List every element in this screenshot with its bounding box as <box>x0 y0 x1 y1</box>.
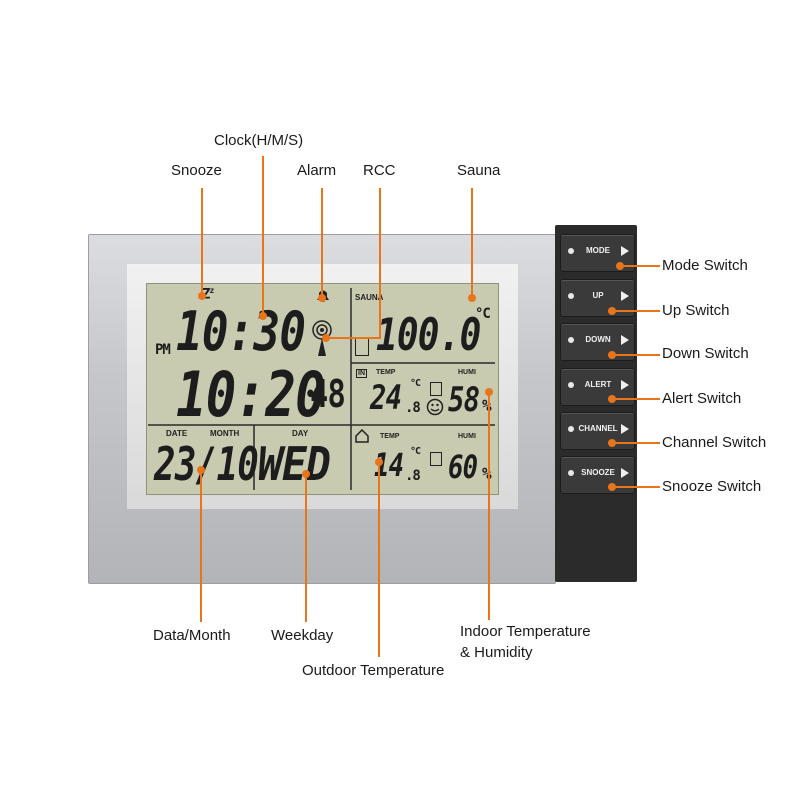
day-label: DAY <box>292 429 309 438</box>
sauna-unit: °C <box>475 306 491 322</box>
sauna-label: SAUNA <box>355 293 384 302</box>
arrow-right-icon <box>621 424 629 434</box>
outdoor-humidity-percent: % <box>482 464 492 483</box>
label-weekday: Weekday <box>271 627 334 644</box>
outdoor-trend-icon <box>430 452 442 466</box>
label-rcc: RCC <box>363 162 396 179</box>
outdoor-temp-unit: °C <box>410 446 421 457</box>
alert-button[interactable]: ALERT <box>560 368 635 406</box>
label-outdoor: Outdoor Temperature <box>302 662 445 679</box>
up-led-icon <box>568 293 574 299</box>
month-label: MONTH <box>210 429 240 438</box>
snooze-led-icon <box>568 470 574 476</box>
seconds-digits: 48 <box>310 372 346 416</box>
clock-time-digits: 10:20 <box>176 358 326 431</box>
alarm-time-digits: 10:30 <box>176 300 306 363</box>
label-mode-switch: Mode Switch <box>662 257 748 274</box>
label-indoor-line1: Indoor Temperature <box>460 623 591 640</box>
lcd-screen <box>146 283 499 495</box>
comfort-face-icon <box>426 398 444 416</box>
snooze-zz-icon: Zz <box>202 286 214 303</box>
rcc-signal-icon <box>311 320 333 356</box>
outdoor-humi-label: HUMI <box>458 433 476 440</box>
weekday-value: WED <box>258 437 331 491</box>
indoor-temp-unit: °C <box>410 378 421 389</box>
label-alarm: Alarm <box>297 162 337 179</box>
sauna-value: 100.0 <box>376 310 481 361</box>
outdoor-temp-label: TEMP <box>380 433 400 440</box>
outdoor-house-icon <box>355 428 369 443</box>
channel-button[interactable]: CHANNEL <box>560 412 635 450</box>
label-date-month: Data/Month <box>153 627 231 644</box>
indoor-humidity-value: 58 <box>448 380 480 420</box>
pm-indicator: PM <box>155 342 171 358</box>
channel-led-icon <box>568 426 574 432</box>
indoor-temp-decimal: .8 <box>405 400 421 416</box>
mode-led-icon <box>568 248 574 254</box>
outdoor-humidity-value: 60 <box>448 448 478 486</box>
snooze-button[interactable]: SNOOZE <box>560 456 635 494</box>
indoor-temp-value: 24 <box>370 378 402 418</box>
arrow-right-icon <box>621 380 629 390</box>
label-sauna: Sauna <box>457 162 501 179</box>
indoor-humi-label: HUMI <box>458 369 476 376</box>
arrow-right-icon <box>621 468 629 478</box>
arrow-right-icon <box>621 246 629 256</box>
date-value: 23/10 <box>154 437 259 491</box>
indoor-temp-label: TEMP <box>376 369 396 376</box>
label-alert-switch: Alert Switch <box>662 390 742 407</box>
label-clock: Clock(H/M/S) <box>214 132 304 149</box>
indoor-humidity-percent: % <box>482 396 492 415</box>
alert-led-icon <box>568 382 574 388</box>
label-up-switch: Up Switch <box>662 302 730 319</box>
down-led-icon <box>568 337 574 343</box>
indoor-trend-icon <box>430 382 442 396</box>
label-channel-switch: Channel Switch <box>662 434 767 451</box>
label-down-switch: Down Switch <box>662 345 749 362</box>
label-indoor-line2: & Humidity <box>460 644 533 661</box>
arrow-right-icon <box>621 291 629 301</box>
arrow-right-icon <box>621 335 629 345</box>
label-snooze-switch: Snooze Switch <box>662 478 762 495</box>
label-snooze: Snooze <box>171 162 222 179</box>
date-label: DATE <box>166 429 188 438</box>
indoor-in-badge: IN <box>356 369 367 378</box>
outdoor-temp-decimal: .8 <box>405 468 421 484</box>
